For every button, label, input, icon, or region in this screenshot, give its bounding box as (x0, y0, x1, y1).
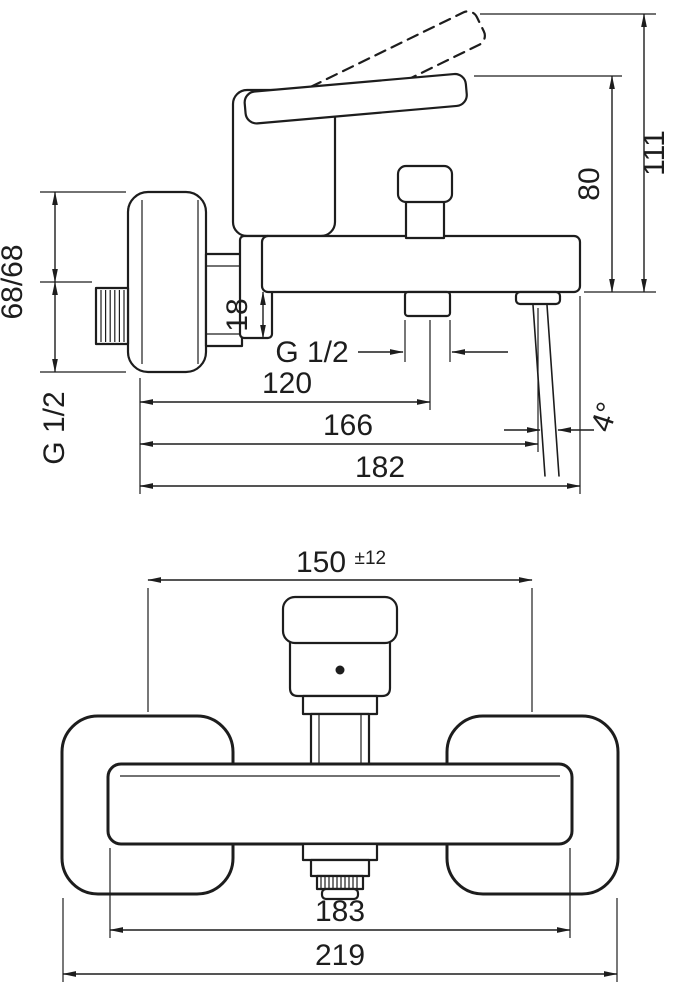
dim-label-182: 182 (355, 451, 405, 484)
dim-label-150: 150 ±12 (296, 546, 386, 579)
dim-label-183: 183 (315, 895, 365, 928)
dim-stream-angle: 4° (504, 398, 625, 436)
outlet-stack (301, 842, 379, 901)
dim-center-distance: 150 ±12 (147, 546, 533, 712)
dim-reach-120: 120 (139, 320, 431, 494)
dim-label-120: 120 (262, 367, 312, 400)
dim-reach-166: 166 (139, 308, 539, 452)
front-view: 150 ±12 (60, 546, 620, 982)
water-stream (532, 304, 560, 477)
front-neck (301, 694, 379, 716)
dim-150-value: 150 (296, 546, 346, 579)
front-handle-body (288, 641, 392, 698)
spout (260, 234, 582, 294)
dim-spout-offset: 18 (221, 291, 266, 339)
dim-total-height: 111 (480, 13, 671, 293)
dim-label-111: 111 (638, 130, 671, 176)
wall-plate (126, 190, 208, 374)
dim-label-166: 166 (323, 409, 373, 442)
dim-label-68-68: 68/68 (0, 244, 29, 319)
label-inlet-thread-text: G 1/2 (38, 391, 71, 464)
front-cartridge (309, 712, 371, 768)
dim-body-height: 80 (474, 75, 622, 293)
dim-label-18: 18 (221, 298, 254, 331)
outlet-mid (403, 290, 452, 318)
side-view: 111 80 68/68 18 G 1/2 (0, 10, 671, 494)
lever-handle (243, 72, 468, 125)
dim-reach-182: 182 (139, 296, 581, 494)
dim-150-tolerance: ±12 (355, 548, 387, 569)
outlet-end (514, 290, 562, 306)
dim-spout-thread: G 1/2 (275, 320, 508, 369)
dim-escutcheon: 68/68 (0, 191, 126, 373)
dim-label-80: 80 (573, 167, 606, 200)
crossbar (106, 762, 574, 846)
label-spout-thread: G 1/2 (275, 336, 348, 369)
dim-bar-width: 183 (109, 848, 571, 938)
diverter-knob (396, 164, 454, 240)
label-inlet-thread: G 1/2 (38, 391, 71, 464)
dim-label-219: 219 (315, 939, 365, 972)
front-handle-cap (281, 595, 399, 645)
handle-dot (335, 665, 345, 675)
dim-total-width: 219 (62, 898, 618, 982)
inlet-nipple (94, 286, 130, 346)
